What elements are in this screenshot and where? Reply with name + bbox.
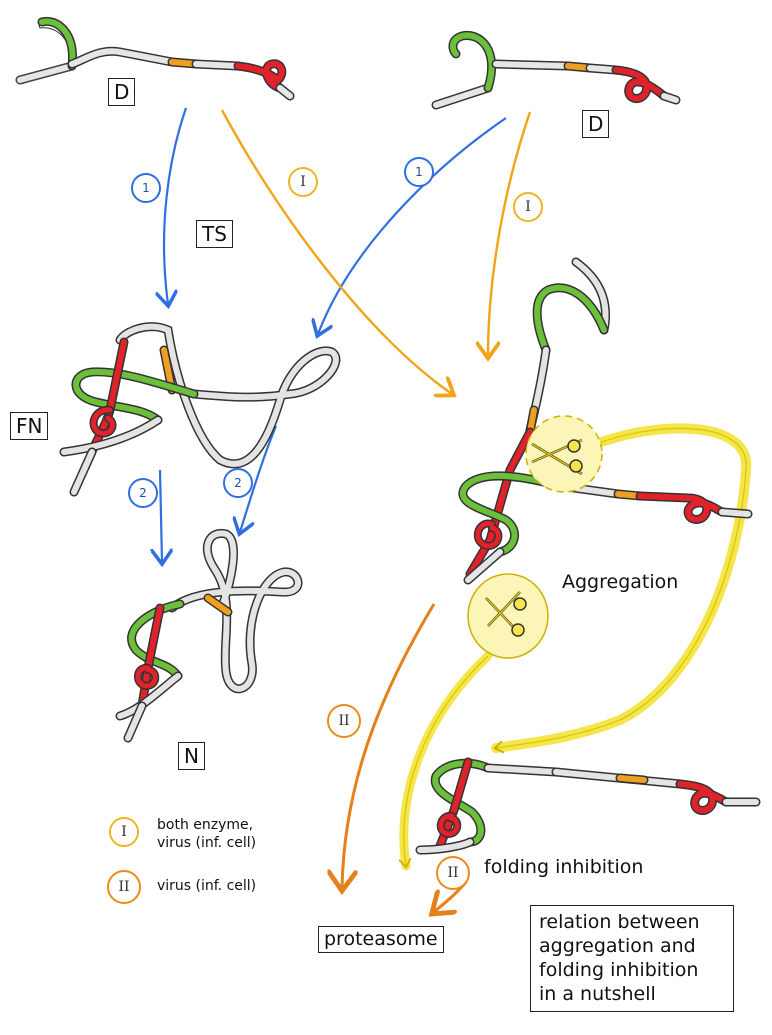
arrow-path1-right [318, 117, 507, 334]
marker-route-I-right: I [513, 192, 543, 222]
label-aggregation: Aggregation [562, 571, 679, 593]
legend-marker-route-I: I [109, 817, 139, 847]
marker-path1-left: 1 [131, 173, 161, 203]
scissors-icon [467, 573, 549, 659]
marker-path2-right: 2 [223, 468, 253, 498]
protein-aggregate [458, 257, 753, 585]
arrow-path2-left [160, 469, 162, 562]
legend-route-II-text: virus (inf. cell) [157, 878, 257, 894]
caption-note-line1: relation between [539, 911, 700, 933]
label-fn: FN [10, 412, 49, 440]
legend-route-I-line1: both enzyme, [157, 817, 254, 833]
caption-note: relation between aggregation and folding… [530, 905, 734, 1012]
label-native: N [178, 742, 205, 770]
arrow-route-I-right [488, 111, 532, 356]
label-folding-inhibition: folding inhibition [484, 856, 644, 878]
marker-route-I-left: I [288, 167, 318, 197]
arrow-route-II-proteasome [342, 603, 436, 888]
protein-native [115, 528, 303, 743]
protein-folding-intermediate [59, 322, 341, 497]
arrow-route-I-left [220, 109, 452, 394]
label-denatured-left: D [108, 78, 136, 106]
label-denatured-right: D [582, 110, 610, 138]
caption-note-line3: folding inhibition [539, 959, 699, 982]
protease-yellow-route [404, 423, 752, 871]
marker-path1-right: 1 [404, 157, 434, 187]
scissors-icon [525, 415, 603, 493]
legend-marker-route-II: II [107, 870, 141, 904]
caption-note-line4: in a nutshell [539, 983, 656, 1006]
protein-denatured-right [431, 30, 681, 110]
legend-route-I-line2: virus (inf. cell) [157, 834, 257, 851]
protein-folding-inhibited [415, 757, 761, 855]
arrow-path2-right [240, 425, 278, 532]
caption-note-line2: aggregation and [539, 935, 696, 958]
marker-route-II-proteasome: II [327, 704, 361, 738]
arrow-path1-left [164, 107, 188, 304]
label-ts: TS [196, 220, 233, 248]
legend-route-I-text: both enzyme, virus (inf. cell) [157, 817, 256, 852]
label-proteasome: proteasome [318, 926, 444, 953]
marker-path2-left: 2 [128, 478, 158, 508]
protein-denatured-left [15, 16, 295, 101]
marker-route-II-folding: II [436, 856, 470, 890]
